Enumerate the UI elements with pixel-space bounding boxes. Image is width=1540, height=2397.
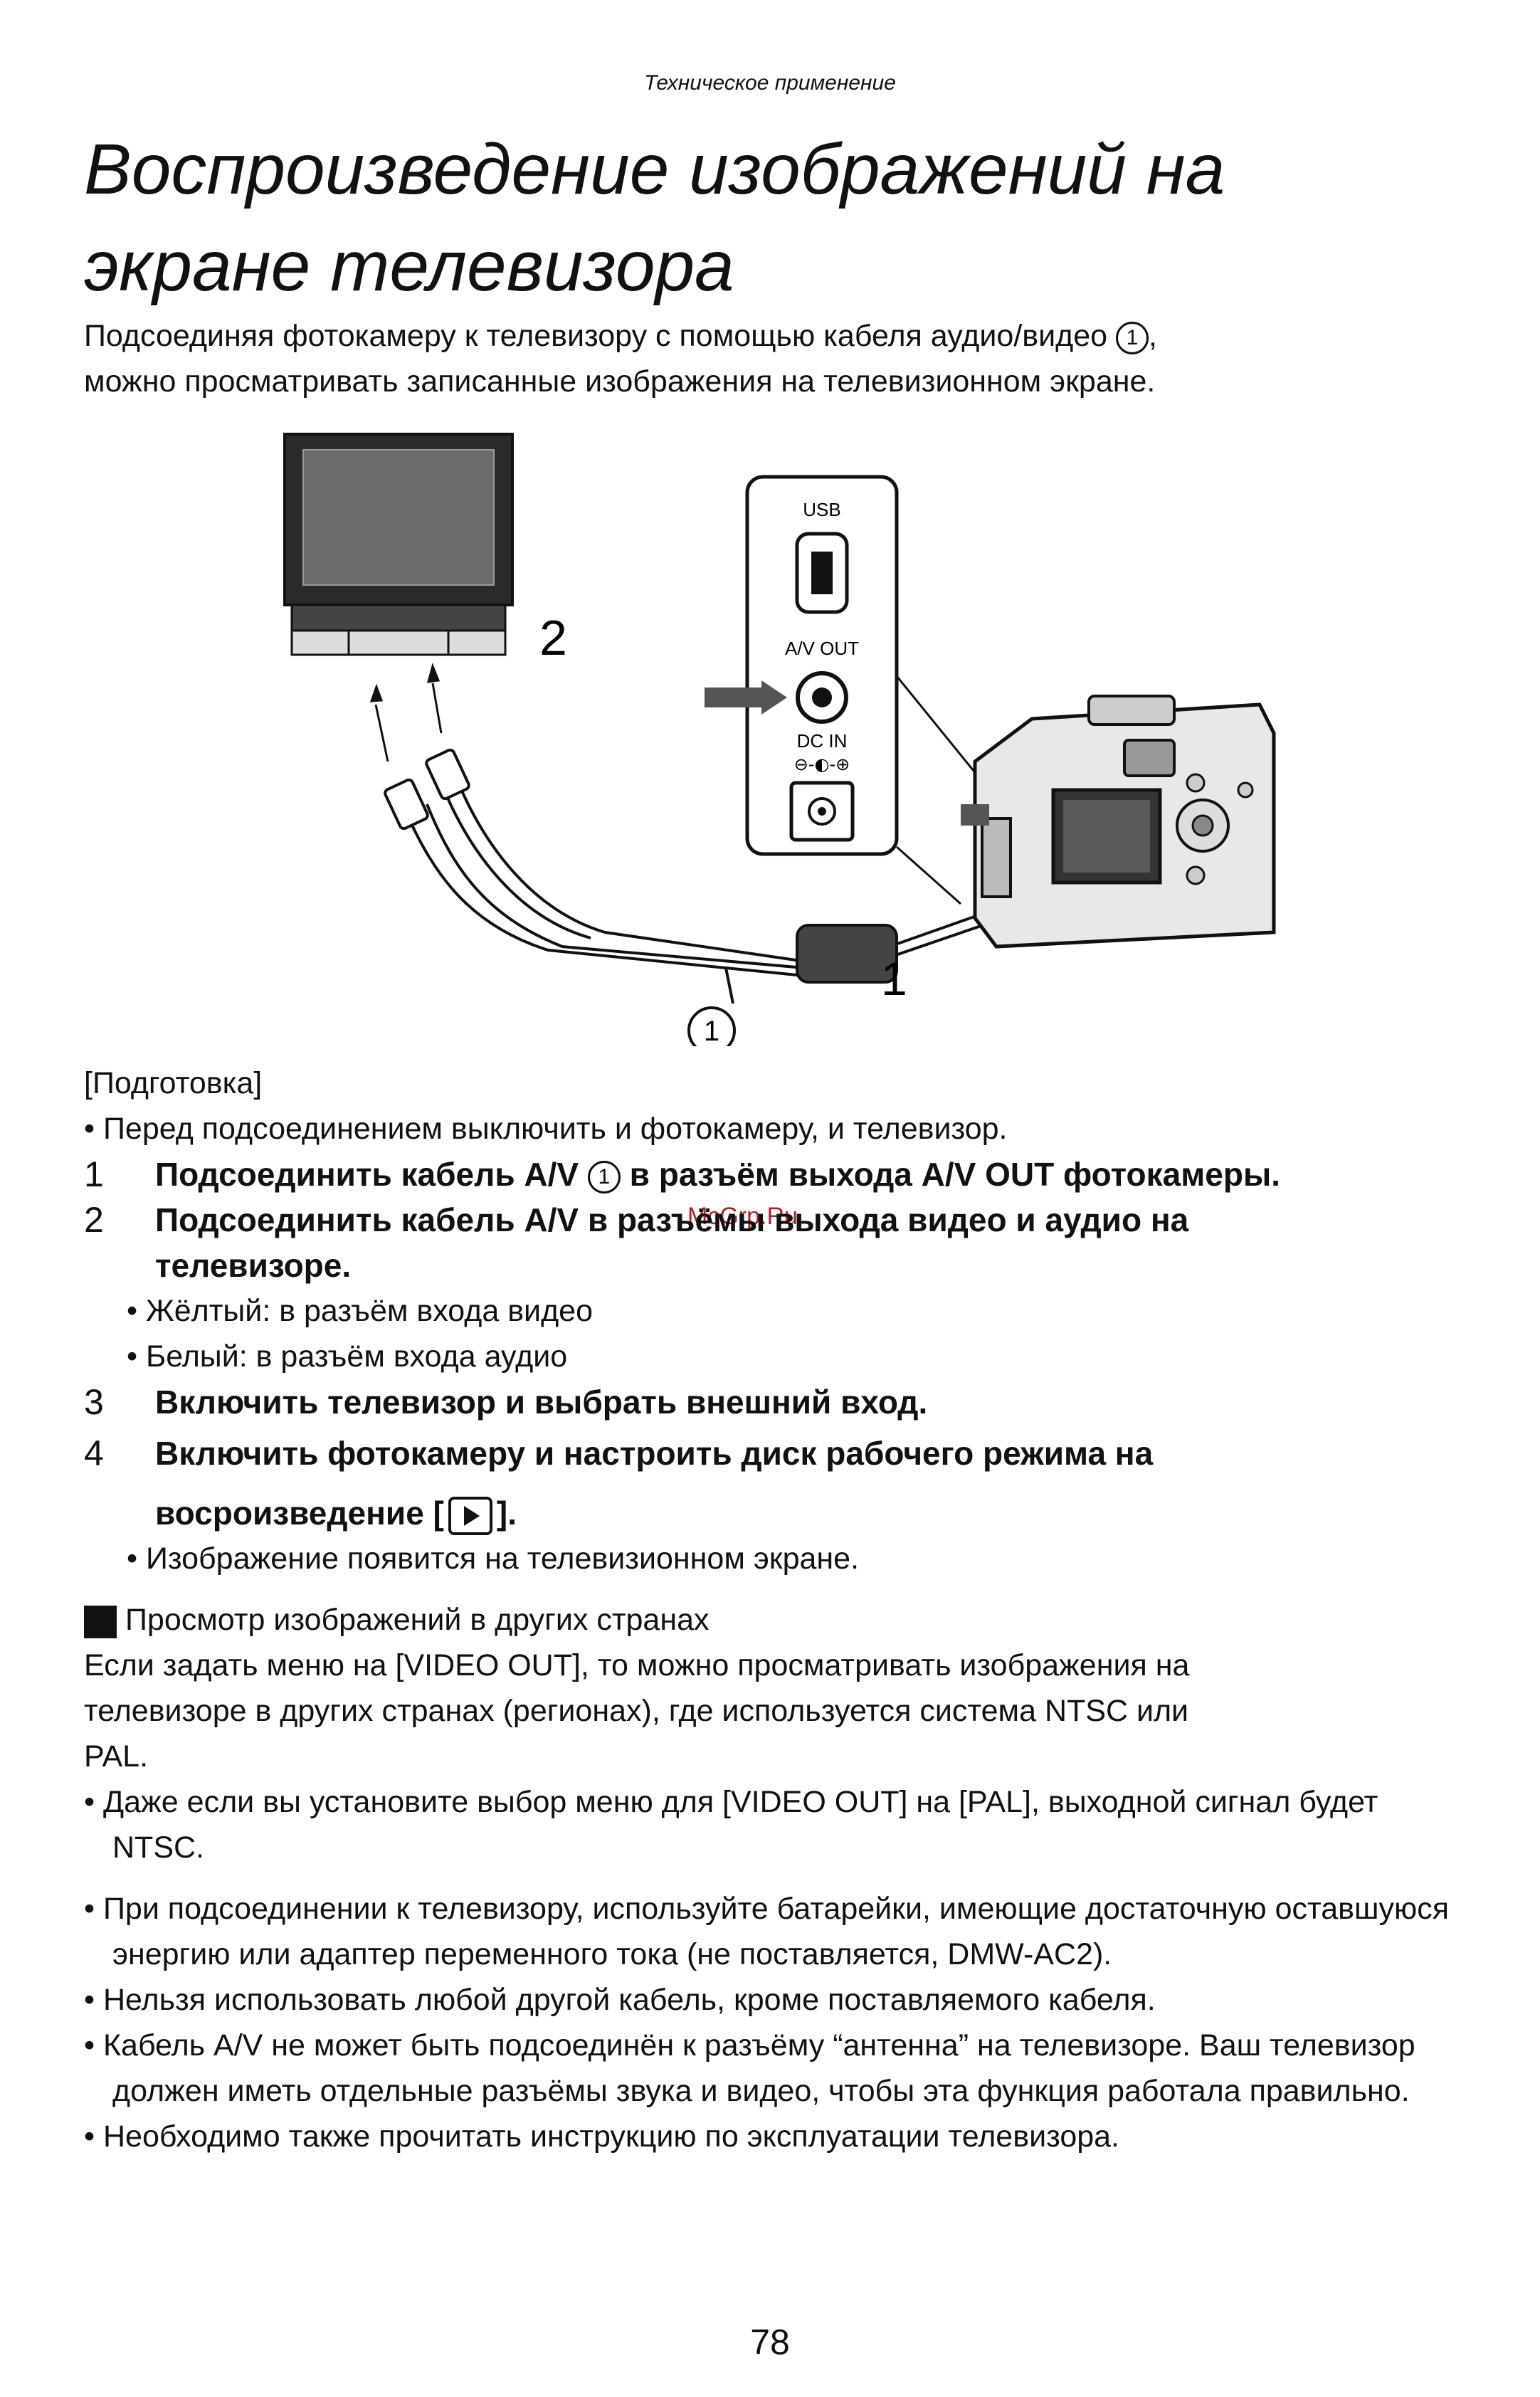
title-line-1: Воспроизведение изображений на xyxy=(84,130,1225,209)
note-1: • При подсоединении к телевизору, исполь… xyxy=(84,1892,1450,1971)
note-2: • Нельзя использовать любой другой кабел… xyxy=(84,1983,1156,2017)
play-mode-icon xyxy=(448,1496,492,1535)
other-countries-para-1: Если задать меню на [VIDEO OUT], то можн… xyxy=(84,1648,1190,1682)
watermark: McGrp.Ru xyxy=(687,1203,798,1230)
other-countries-heading-row: Просмотр изображений в других странах xyxy=(84,1597,1472,1643)
instructions: [Подготовка] • Перед подсоединением выкл… xyxy=(84,1060,1472,2159)
step-number: 2 xyxy=(84,1200,104,1240)
av-cable xyxy=(404,775,1015,1004)
other-countries-para-3: PAL. xyxy=(84,1739,149,1774)
hatched-arrow-icon xyxy=(705,680,787,715)
dc-in-label: DC IN xyxy=(797,730,848,752)
av-out-label: A/V OUT xyxy=(785,638,859,659)
tv-illustration xyxy=(283,433,514,656)
intro-text-2: можно просматривать записанные изображен… xyxy=(84,364,1156,399)
step-1: 1 Подсоединить кабель A/V 1 в разъём вых… xyxy=(84,1152,1472,1197)
step-3: 3 Включить телевизор и выбрать внешний в… xyxy=(84,1379,1472,1425)
camera-connector-panel: USB A/V OUT DC IN ⊖-◐-⊕ xyxy=(745,475,899,856)
note-4: • Необходимо также прочитать инструкцию … xyxy=(84,2119,1120,2154)
step-1-text-a: Подсоединить кабель A/V xyxy=(155,1156,588,1193)
intro-text-1a: Подсоединяя фотокамеру к телевизору с по… xyxy=(84,319,1116,353)
page-number: 78 xyxy=(750,2322,790,2362)
cable-callout-number: 1 xyxy=(704,1016,719,1046)
preparation-heading: [Подготовка] xyxy=(84,1066,263,1100)
cable-ferrite-core xyxy=(796,924,898,984)
step-number: 3 xyxy=(84,1382,104,1422)
note-3: • Кабель A/V не может быть подсоединён к… xyxy=(84,2028,1415,2108)
title-line-2: экране телевизора xyxy=(84,226,734,306)
step-3-text: Включить телевизор и выбрать внешний вхо… xyxy=(155,1384,928,1421)
step-2: 2 Подсоединить кабель A/V в разъёмы выхо… xyxy=(84,1197,1472,1288)
intro-paragraph: Подсоединяя фотокамеру к телевизору с по… xyxy=(84,313,1479,404)
black-square-icon xyxy=(84,1605,117,1638)
step-number: 1 xyxy=(84,1154,104,1194)
step-4: 4 Включить фотокамеру и настроить диск р… xyxy=(84,1431,1472,1536)
step-4-line-1: Включить фотокамеру и настроить диск раб… xyxy=(155,1435,1154,1472)
dc-polarity-label: ⊖-◐-⊕ xyxy=(794,754,850,774)
connection-diagram: 2 1 USB A/V OUT DC IN ⊖-◐-⊕ xyxy=(283,433,1276,1046)
usb-label: USB xyxy=(803,499,840,520)
other-countries-heading: Просмотр изображений в других странах xyxy=(125,1603,710,1637)
step-2-line-2: телевизоре. xyxy=(155,1247,352,1284)
cable-callout-circle xyxy=(687,1006,736,1046)
circled-number-icon: 1 xyxy=(587,1160,621,1194)
preparation-bullet: • Перед подсоединением выключить и фоток… xyxy=(84,1112,1008,1146)
circled-number-icon: 1 xyxy=(1116,321,1149,354)
page-title: Воспроизведение изображений на экране те… xyxy=(84,121,1479,315)
arrow-icon xyxy=(369,663,443,762)
step-2-line-1: Подсоединить кабель A/V в разъёмы выхода… xyxy=(155,1201,1189,1238)
rca-plugs xyxy=(384,748,470,831)
step-4-line-2b: ]. xyxy=(496,1495,517,1532)
section-label: Техническое применение xyxy=(644,71,896,95)
callout-tv: 2 xyxy=(539,610,567,665)
intro-text-1b: , xyxy=(1149,319,1157,353)
callout-camera: 1 xyxy=(881,952,907,1005)
step-4-line-2a: восроизведение [ xyxy=(155,1495,444,1532)
step-2-sub-1: • Жёлтый: в разъём входа видео xyxy=(127,1294,593,1328)
other-countries-bullet: • Даже если вы установите выбор меню для… xyxy=(84,1785,1378,1865)
step-2-sub-2: • Белый: в разъём входа аудио xyxy=(127,1339,568,1374)
step-1-text-b: в разъём выхода A/V OUT фотокамеры. xyxy=(620,1156,1281,1193)
camera-illustration xyxy=(961,695,1276,949)
other-countries-para-2: телевизоре в других странах (регионах), … xyxy=(84,1694,1189,1728)
step-number: 4 xyxy=(84,1433,104,1473)
step-4-sub: • Изображение появится на телевизионном … xyxy=(127,1542,860,1576)
